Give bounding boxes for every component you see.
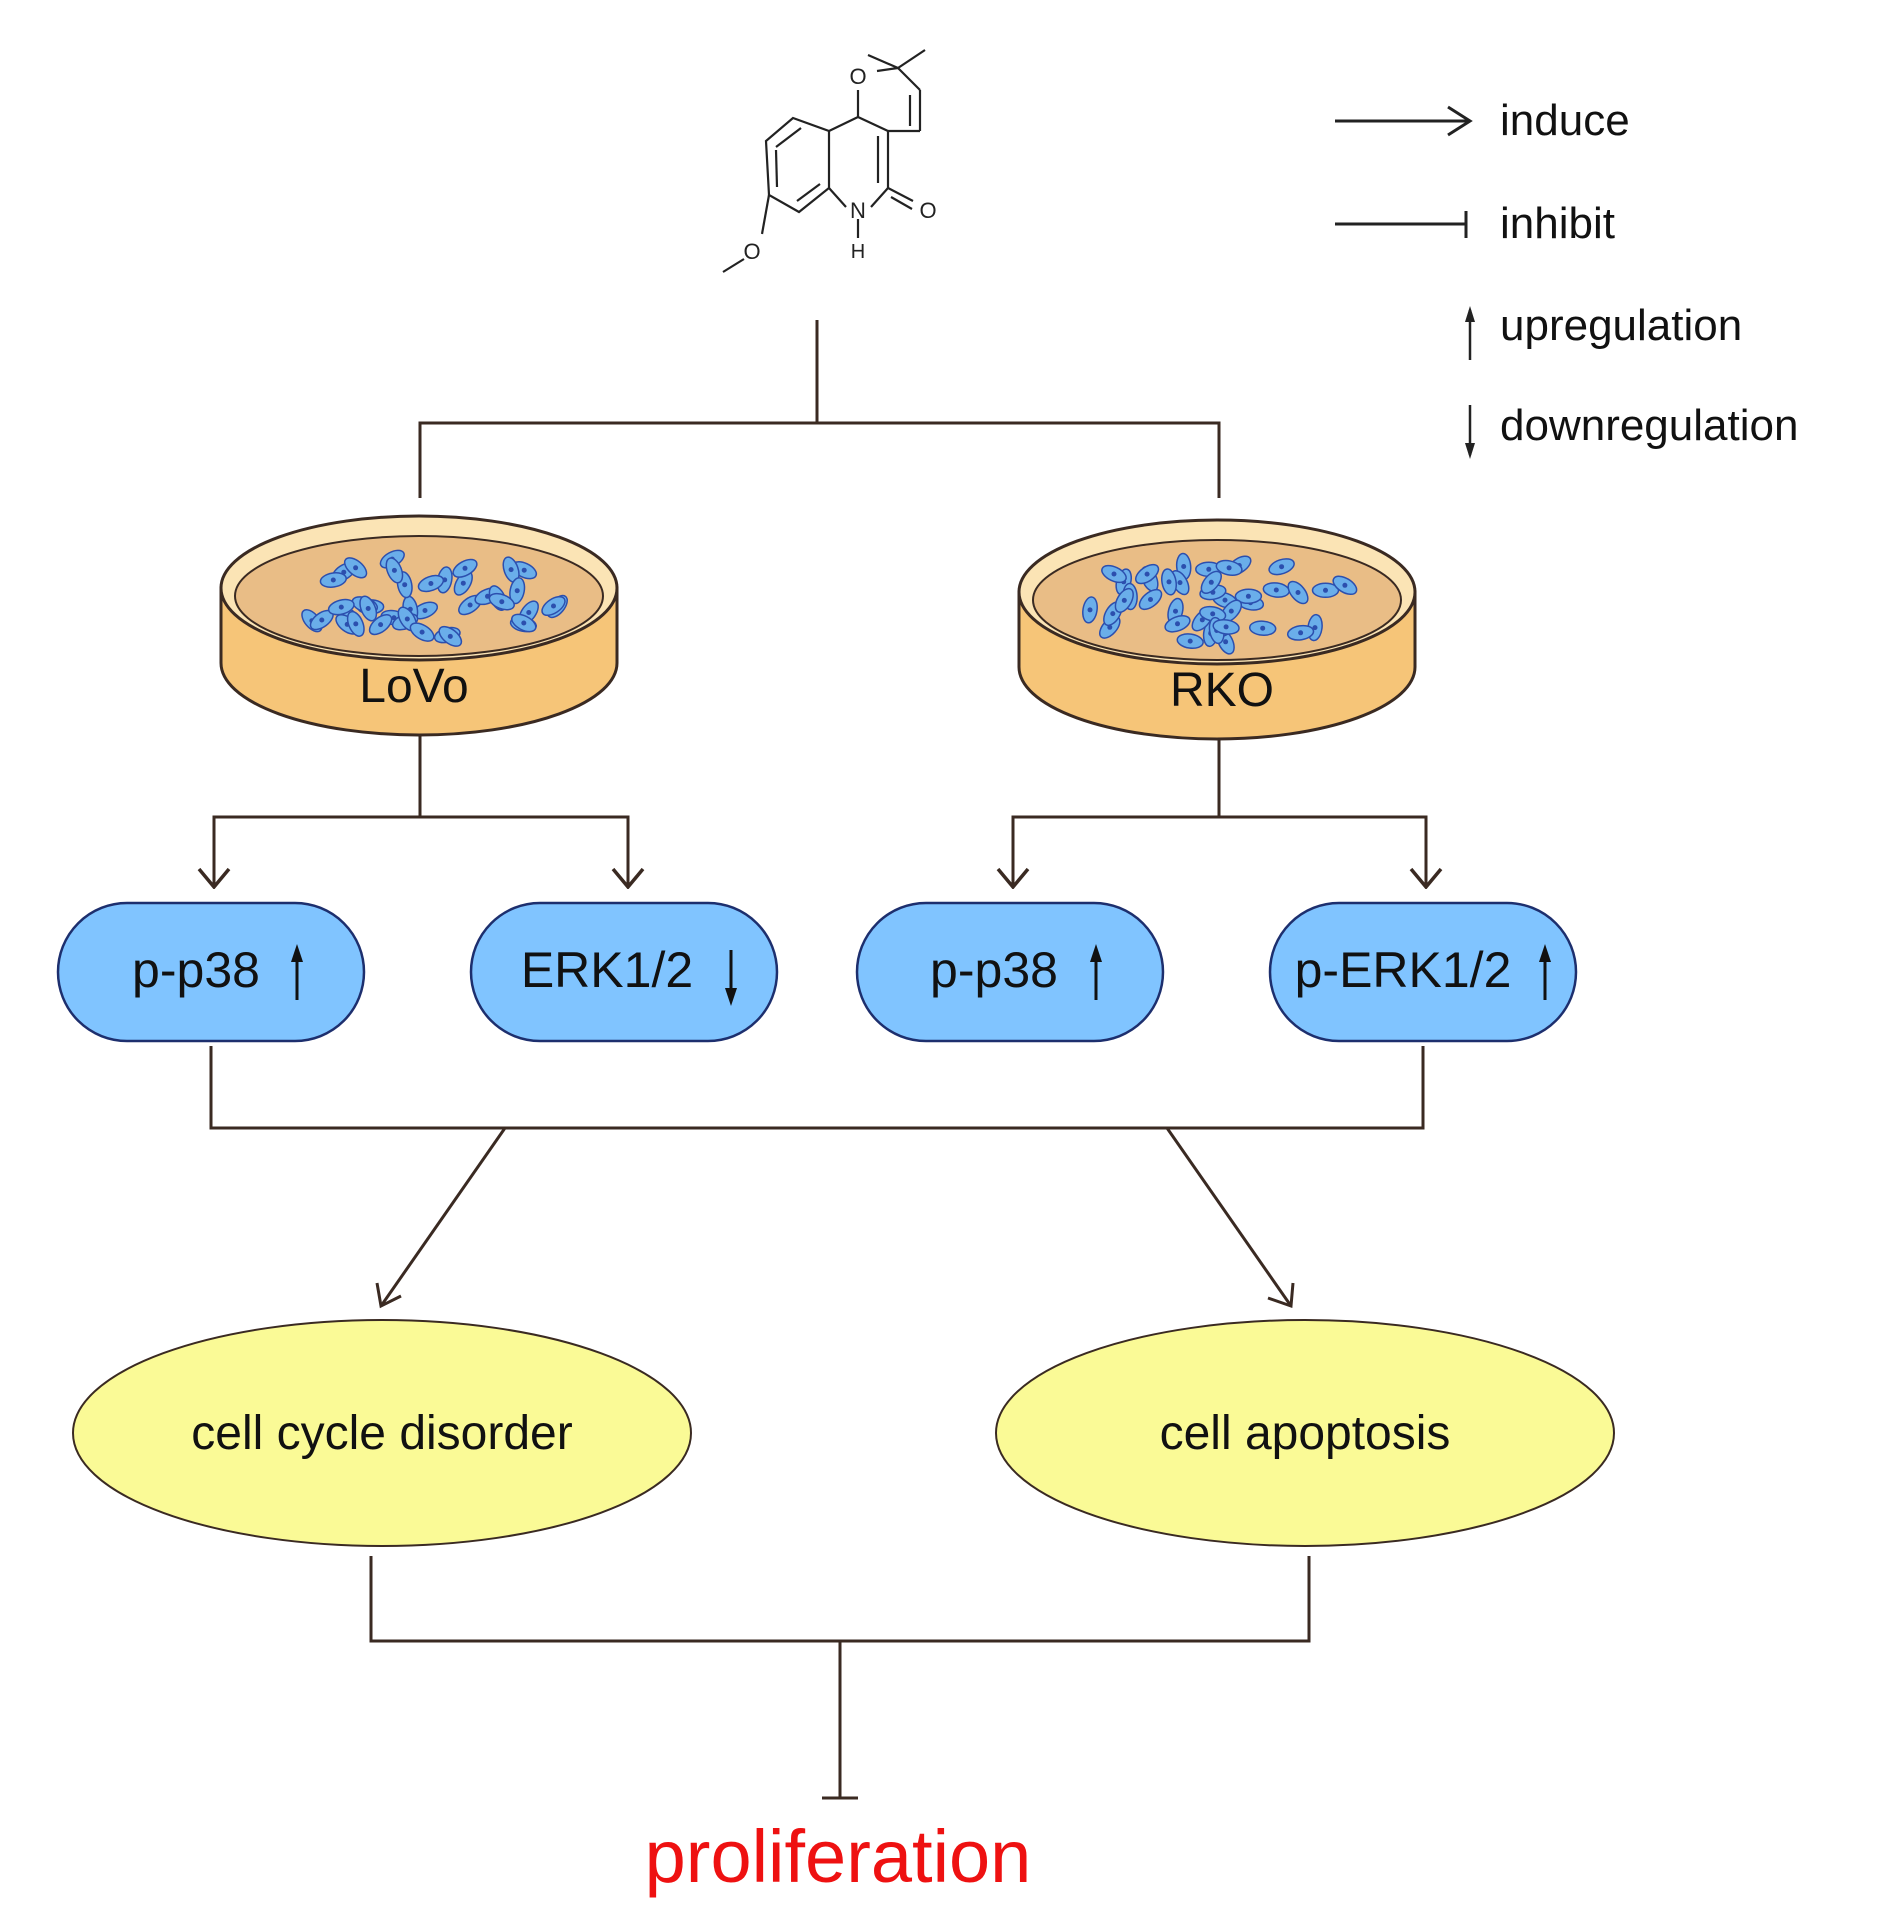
cell-nucleus (404, 616, 410, 622)
cell-nucleus (1111, 571, 1117, 577)
legend-labels: induce inhibit upregulation downregulati… (1500, 96, 1798, 450)
target-pill-lovo-p38: p-p38 (56, 901, 366, 1043)
cell-nucleus (353, 565, 359, 571)
cell-nucleus (1148, 597, 1153, 602)
cell-nucleus (1222, 597, 1228, 603)
cell-nucleus (1223, 624, 1229, 630)
target-label: p-ERK1/2 (1295, 942, 1512, 998)
cell-nucleus (1323, 587, 1328, 593)
cell-nucleus (460, 580, 466, 586)
target-pill-rko-perk: p-ERK1/2 (1268, 901, 1578, 1043)
outcome-cell-apoptosis: cell apoptosis (995, 1319, 1615, 1547)
compound-atom-labels: O N H O O (743, 64, 936, 264)
cell-nucleus (330, 577, 336, 583)
legend-upregulation-label: upregulation (1500, 301, 1742, 350)
cell-nucleus (1210, 611, 1216, 617)
atom-h: H (851, 241, 865, 263)
cell-nucleus (514, 588, 520, 594)
legend-induce-label: induce (1500, 96, 1630, 145)
atom-o-methoxy: O (743, 239, 760, 264)
cell-nucleus (1199, 617, 1205, 623)
cell-nucleus (1208, 579, 1214, 585)
connectors (211, 320, 1426, 1800)
cell-nucleus (1166, 579, 1172, 585)
cell-nucleus (1181, 564, 1187, 569)
target-label: p-p38 (132, 942, 260, 998)
cell-nucleus (1110, 611, 1116, 617)
cell-nucleus (319, 617, 325, 623)
cell-nucleus (1206, 566, 1212, 572)
cell-nucleus (1173, 608, 1178, 614)
legend (1335, 105, 1475, 459)
arrow-up-icon (1539, 944, 1551, 1000)
cell-nucleus (391, 567, 397, 573)
cell-line-label-rko: RKO (1170, 664, 1274, 717)
petri-dish-lovo (219, 514, 619, 737)
cell-nucleus (1342, 582, 1348, 588)
arrow-down-icon (725, 950, 737, 1006)
cell-nucleus (1273, 587, 1279, 593)
cell-nucleus (521, 567, 527, 573)
cell-nucleus (1177, 580, 1183, 586)
outcome-label: cell cycle disorder (191, 1407, 572, 1460)
cell-nucleus (1295, 590, 1301, 595)
cell-nucleus (1279, 564, 1285, 570)
cell-nucleus (1121, 597, 1127, 603)
atom-n: N (850, 198, 866, 223)
target-label: ERK1/2 (521, 942, 693, 998)
atom-o-carbonyl: O (919, 198, 936, 223)
outcome-label: cell apoptosis (1160, 1407, 1451, 1460)
cell-nucleus (1187, 638, 1193, 644)
cell-nucleus (1226, 565, 1232, 571)
cell-nucleus (551, 603, 556, 609)
cell-nucleus (1175, 621, 1180, 627)
cell-nucleus (1298, 630, 1304, 636)
cell-nucleus (402, 582, 408, 588)
cell-nucleus (419, 629, 425, 635)
cell-nucleus (447, 633, 453, 639)
cell-nucleus (462, 565, 468, 571)
cell-nucleus (378, 622, 384, 628)
target-label: p-p38 (930, 942, 1058, 998)
cell-nucleus (1223, 639, 1229, 645)
target-pill-rko-p38: p-p38 (855, 901, 1165, 1043)
cell-nucleus (338, 604, 344, 610)
legend-downregulation-label: downregulation (1500, 401, 1798, 450)
cell-nucleus (422, 608, 428, 613)
cell-line-label-lovo: LoVo (359, 660, 468, 713)
cell-nucleus (1312, 625, 1318, 631)
cell-nucleus (1260, 625, 1266, 631)
cell-nucleus (428, 581, 434, 586)
cell-nucleus (1087, 607, 1093, 613)
compound-structure (722, 49, 926, 273)
atom-o-ring: O (849, 64, 866, 89)
arrow-up-icon (1090, 944, 1102, 1000)
petri-dish-rko (1017, 518, 1417, 741)
result-proliferation: proliferation (645, 1815, 1032, 1898)
cell-nucleus (467, 602, 473, 608)
cell-nucleus (1228, 608, 1234, 614)
cell-nucleus (499, 599, 505, 605)
cell-nucleus (1245, 593, 1251, 599)
cell-nucleus (521, 620, 527, 626)
legend-induce-arrowhead (1447, 105, 1473, 137)
outcome-cell-cycle-disorder: cell cycle disorder (72, 1319, 692, 1547)
arrow-up-icon (291, 944, 303, 1000)
cell-nucleus (365, 606, 371, 611)
cell-nucleus (1144, 571, 1150, 577)
cell-nucleus (526, 610, 532, 615)
cell-nucleus (353, 621, 359, 627)
cell-nucleus (508, 567, 514, 573)
target-pill-lovo-erk: ERK1/2 (469, 901, 779, 1043)
legend-inhibit-label: inhibit (1500, 199, 1615, 248)
